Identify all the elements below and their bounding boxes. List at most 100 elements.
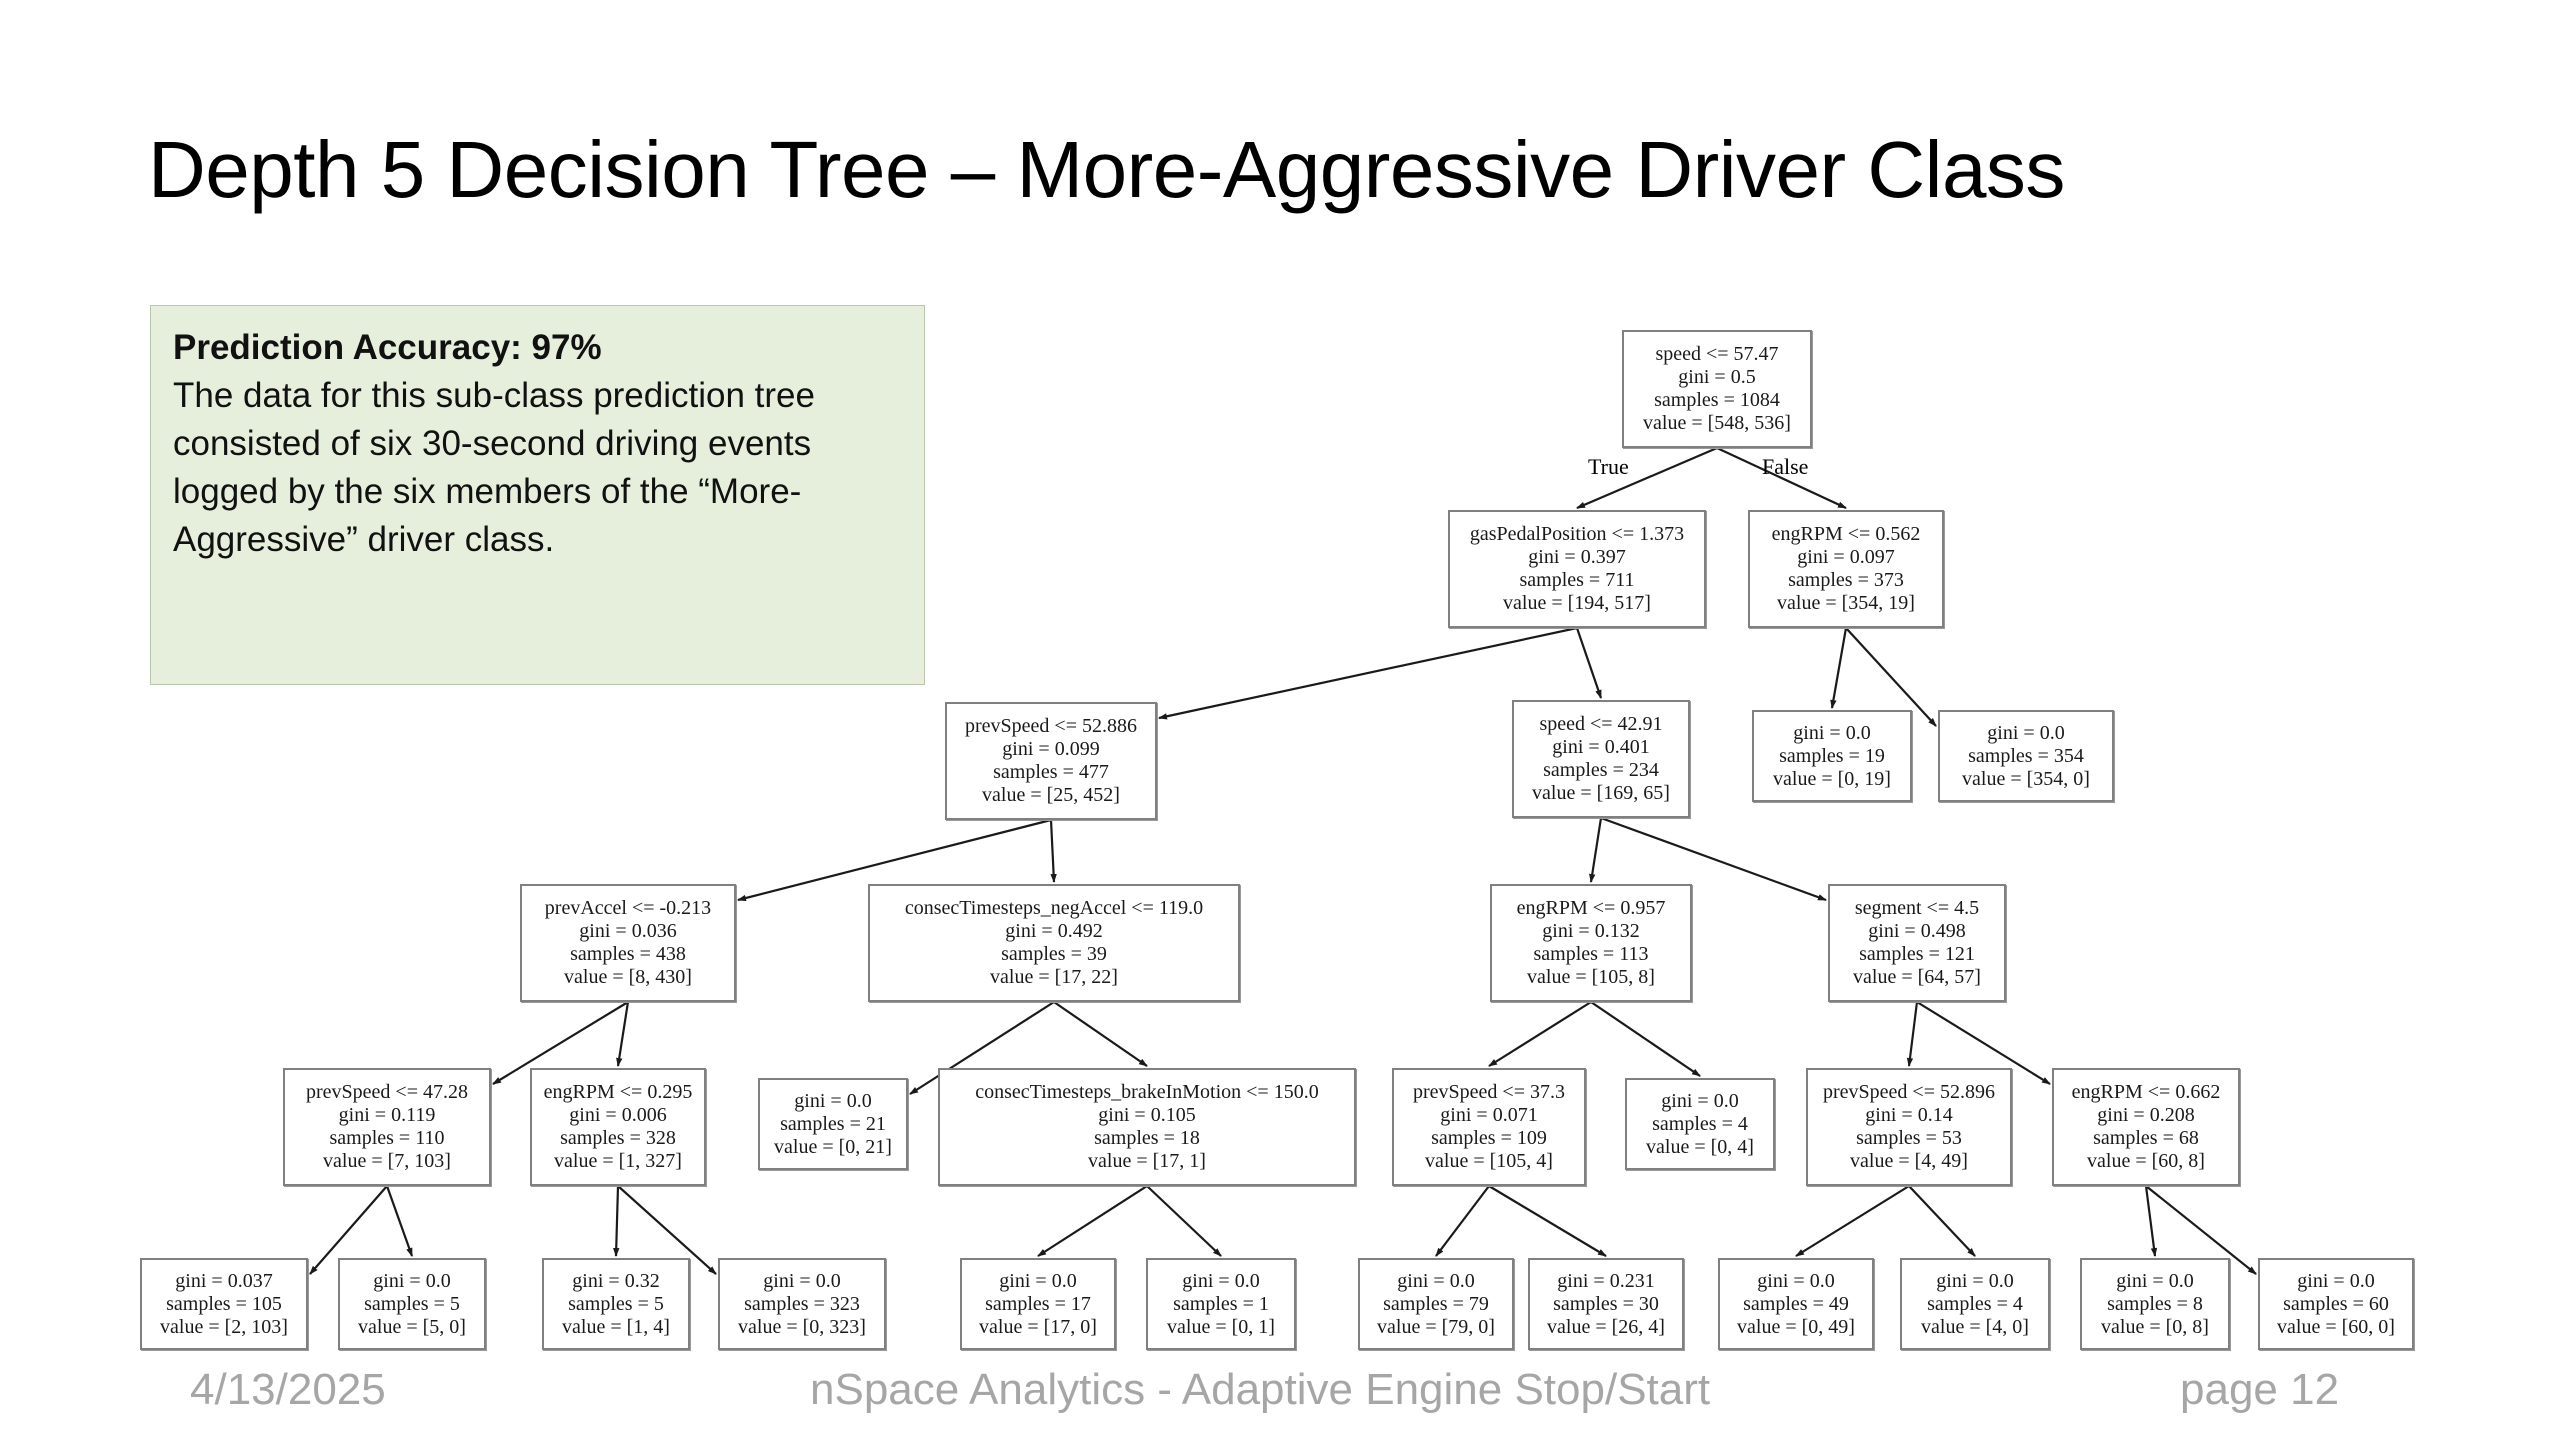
prediction-accuracy-body: The data for this sub-class prediction t… bbox=[173, 376, 815, 559]
node-gini: gini = 0.006 bbox=[569, 1104, 667, 1126]
node-samples: samples = 79 bbox=[1383, 1292, 1489, 1315]
tree-edge bbox=[1488, 1001, 1592, 1067]
node-samples: samples = 17 bbox=[985, 1292, 1091, 1315]
node-samples: samples = 30 bbox=[1553, 1292, 1659, 1315]
node-gini: gini = 0.208 bbox=[2097, 1104, 2195, 1126]
node-gini: gini = 0.0 bbox=[1757, 1269, 1835, 1292]
node-gini: gini = 0.097 bbox=[1797, 546, 1895, 568]
node-samples: samples = 8 bbox=[2107, 1292, 2203, 1315]
node-gini: gini = 0.0 bbox=[1793, 721, 1871, 744]
node-samples: samples = 711 bbox=[1519, 569, 1635, 591]
node-samples: samples = 354 bbox=[1968, 744, 2084, 767]
node-samples: samples = 60 bbox=[2283, 1292, 2389, 1315]
node-gini: gini = 0.036 bbox=[579, 920, 677, 942]
branch-label-true: True bbox=[1588, 454, 1629, 479]
node-samples: samples = 323 bbox=[744, 1292, 860, 1315]
node-gini: gini = 0.0 bbox=[999, 1269, 1077, 1292]
node-samples: samples = 121 bbox=[1859, 943, 1975, 965]
node-value: value = [25, 452] bbox=[982, 784, 1120, 806]
node-samples: samples = 373 bbox=[1788, 569, 1904, 591]
node-value: value = [17, 1] bbox=[1088, 1150, 1206, 1172]
node-value: value = [0, 4] bbox=[1646, 1135, 1754, 1158]
tree-edge bbox=[1575, 627, 1603, 699]
branch-label-false: False bbox=[1762, 454, 1809, 479]
node-gini: gini = 0.0 bbox=[1936, 1269, 2014, 1292]
prediction-accuracy-label: Prediction Accuracy: 97% bbox=[173, 328, 602, 367]
node-condition: consecTimesteps_brakeInMotion <= 150.0 bbox=[975, 1081, 1319, 1103]
node-samples: samples = 1084 bbox=[1654, 389, 1780, 411]
node-condition: engRPM <= 0.662 bbox=[2071, 1081, 2221, 1103]
node-value: value = [5, 0] bbox=[358, 1315, 466, 1338]
node-value: value = [354, 0] bbox=[1962, 767, 2090, 790]
node-gini: gini = 0.0 bbox=[373, 1269, 451, 1292]
node-value: value = [0, 8] bbox=[2101, 1315, 2209, 1338]
node-value: value = [4, 0] bbox=[1921, 1315, 2029, 1338]
node-samples: samples = 438 bbox=[570, 943, 686, 965]
tree-edge bbox=[1908, 1185, 1976, 1257]
node-samples: samples = 68 bbox=[2093, 1127, 2199, 1149]
node-gini: gini = 0.0 bbox=[1987, 721, 2065, 744]
tree-edge bbox=[1589, 817, 1603, 883]
node-value: value = [17, 22] bbox=[990, 966, 1118, 988]
node-condition: segment <= 4.5 bbox=[1854, 897, 1980, 919]
node-gini: gini = 0.0 bbox=[1661, 1089, 1739, 1112]
node-value: value = [0, 323] bbox=[738, 1315, 866, 1338]
node-samples: samples = 110 bbox=[329, 1127, 445, 1149]
node-samples: samples = 105 bbox=[166, 1292, 282, 1315]
node-gini: gini = 0.14 bbox=[1865, 1104, 1953, 1126]
node-value: value = [7, 103] bbox=[323, 1150, 451, 1172]
node-samples: samples = 5 bbox=[364, 1292, 460, 1315]
footer-title: nSpace Analytics - Adaptive Engine Stop/… bbox=[810, 1365, 1711, 1414]
node-condition: engRPM <= 0.295 bbox=[543, 1081, 693, 1103]
node-gini: gini = 0.231 bbox=[1557, 1269, 1655, 1292]
node-samples: samples = 18 bbox=[1094, 1127, 1200, 1149]
node-value: value = [0, 21] bbox=[774, 1135, 892, 1158]
tree-edge bbox=[1488, 1185, 1607, 1257]
node-value: value = [0, 1] bbox=[1167, 1315, 1275, 1338]
tree-edge bbox=[2144, 1185, 2158, 1257]
node-samples: samples = 5 bbox=[568, 1292, 664, 1315]
node-gini: gini = 0.32 bbox=[572, 1269, 660, 1292]
node-value: value = [105, 8] bbox=[1527, 966, 1655, 988]
node-samples: samples = 21 bbox=[780, 1112, 886, 1135]
node-samples: samples = 328 bbox=[560, 1127, 676, 1149]
node-samples: samples = 113 bbox=[1533, 943, 1649, 965]
footer-page-number: page 12 bbox=[2180, 1365, 2340, 1414]
node-condition: prevSpeed <= 52.896 bbox=[1823, 1081, 1995, 1103]
node-condition: engRPM <= 0.957 bbox=[1516, 897, 1666, 919]
node-value: value = [64, 57] bbox=[1853, 966, 1981, 988]
node-samples: samples = 477 bbox=[993, 761, 1109, 783]
node-value: value = [17, 0] bbox=[979, 1315, 1097, 1338]
node-condition: speed <= 57.47 bbox=[1655, 343, 1779, 365]
node-samples: samples = 39 bbox=[1001, 943, 1107, 965]
node-value: value = [0, 49] bbox=[1737, 1315, 1855, 1338]
tree-edge bbox=[1049, 819, 1057, 883]
node-value: value = [4, 49] bbox=[1850, 1150, 1968, 1172]
node-value: value = [169, 65] bbox=[1532, 782, 1670, 804]
node-samples: samples = 4 bbox=[1927, 1292, 2023, 1315]
node-value: value = [354, 19] bbox=[1777, 592, 1915, 614]
node-gini: gini = 0.0 bbox=[794, 1089, 872, 1112]
